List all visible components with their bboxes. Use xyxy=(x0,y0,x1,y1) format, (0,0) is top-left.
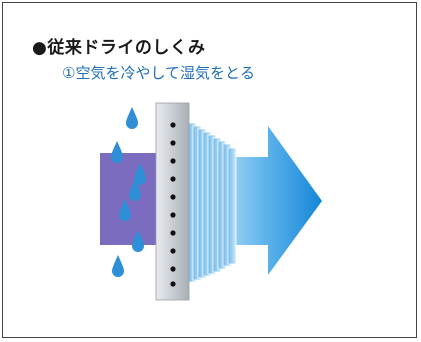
water-drop-icon xyxy=(134,163,146,185)
water-drop-icon xyxy=(132,230,144,252)
water-drop-icon xyxy=(129,179,141,201)
water-drop-icon xyxy=(126,107,138,129)
diagram-title: ●従来ドライのしくみ xyxy=(32,38,206,58)
cooling-fins xyxy=(187,122,237,283)
water-drop-icon xyxy=(111,141,123,163)
water-drop-icon xyxy=(119,199,131,221)
water-drop-icon xyxy=(112,255,124,277)
airflow-arrow-icon xyxy=(214,126,322,275)
humid-air-box xyxy=(100,153,156,245)
coil-holes xyxy=(170,122,176,287)
diagram-subtitle: ①空気を冷やして湿気をとる xyxy=(62,64,255,82)
